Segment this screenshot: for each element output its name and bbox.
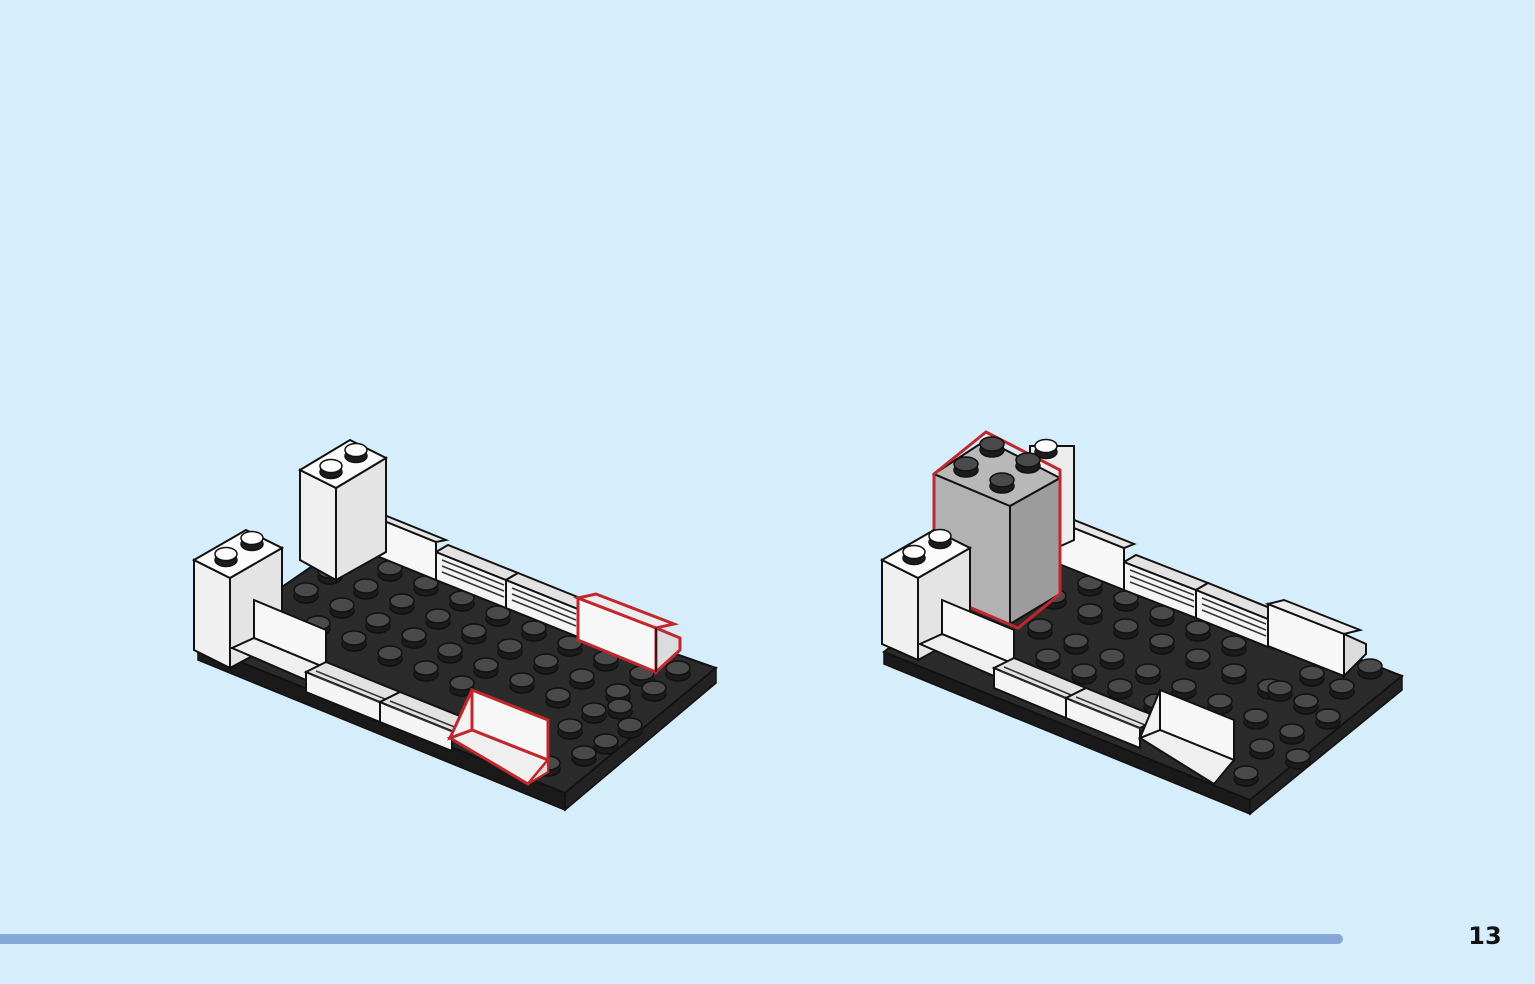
progress-bar bbox=[0, 934, 1436, 944]
corner-tile-back-right bbox=[1264, 598, 1367, 679]
new-part-corner-tile-front bbox=[446, 687, 551, 786]
rail-back-left bbox=[433, 543, 593, 639]
rail-front-left bbox=[303, 660, 475, 753]
white-brick-tall-back bbox=[297, 438, 389, 582]
page-number: 13 bbox=[1468, 922, 1502, 950]
corner-tile-front-right bbox=[1137, 688, 1236, 786]
rail-front-right bbox=[991, 656, 1163, 750]
step-b-model bbox=[879, 430, 1404, 816]
new-part-corner-tile-back bbox=[572, 592, 682, 676]
step-a-model bbox=[191, 438, 719, 812]
progress-bar-fill bbox=[0, 934, 1343, 944]
